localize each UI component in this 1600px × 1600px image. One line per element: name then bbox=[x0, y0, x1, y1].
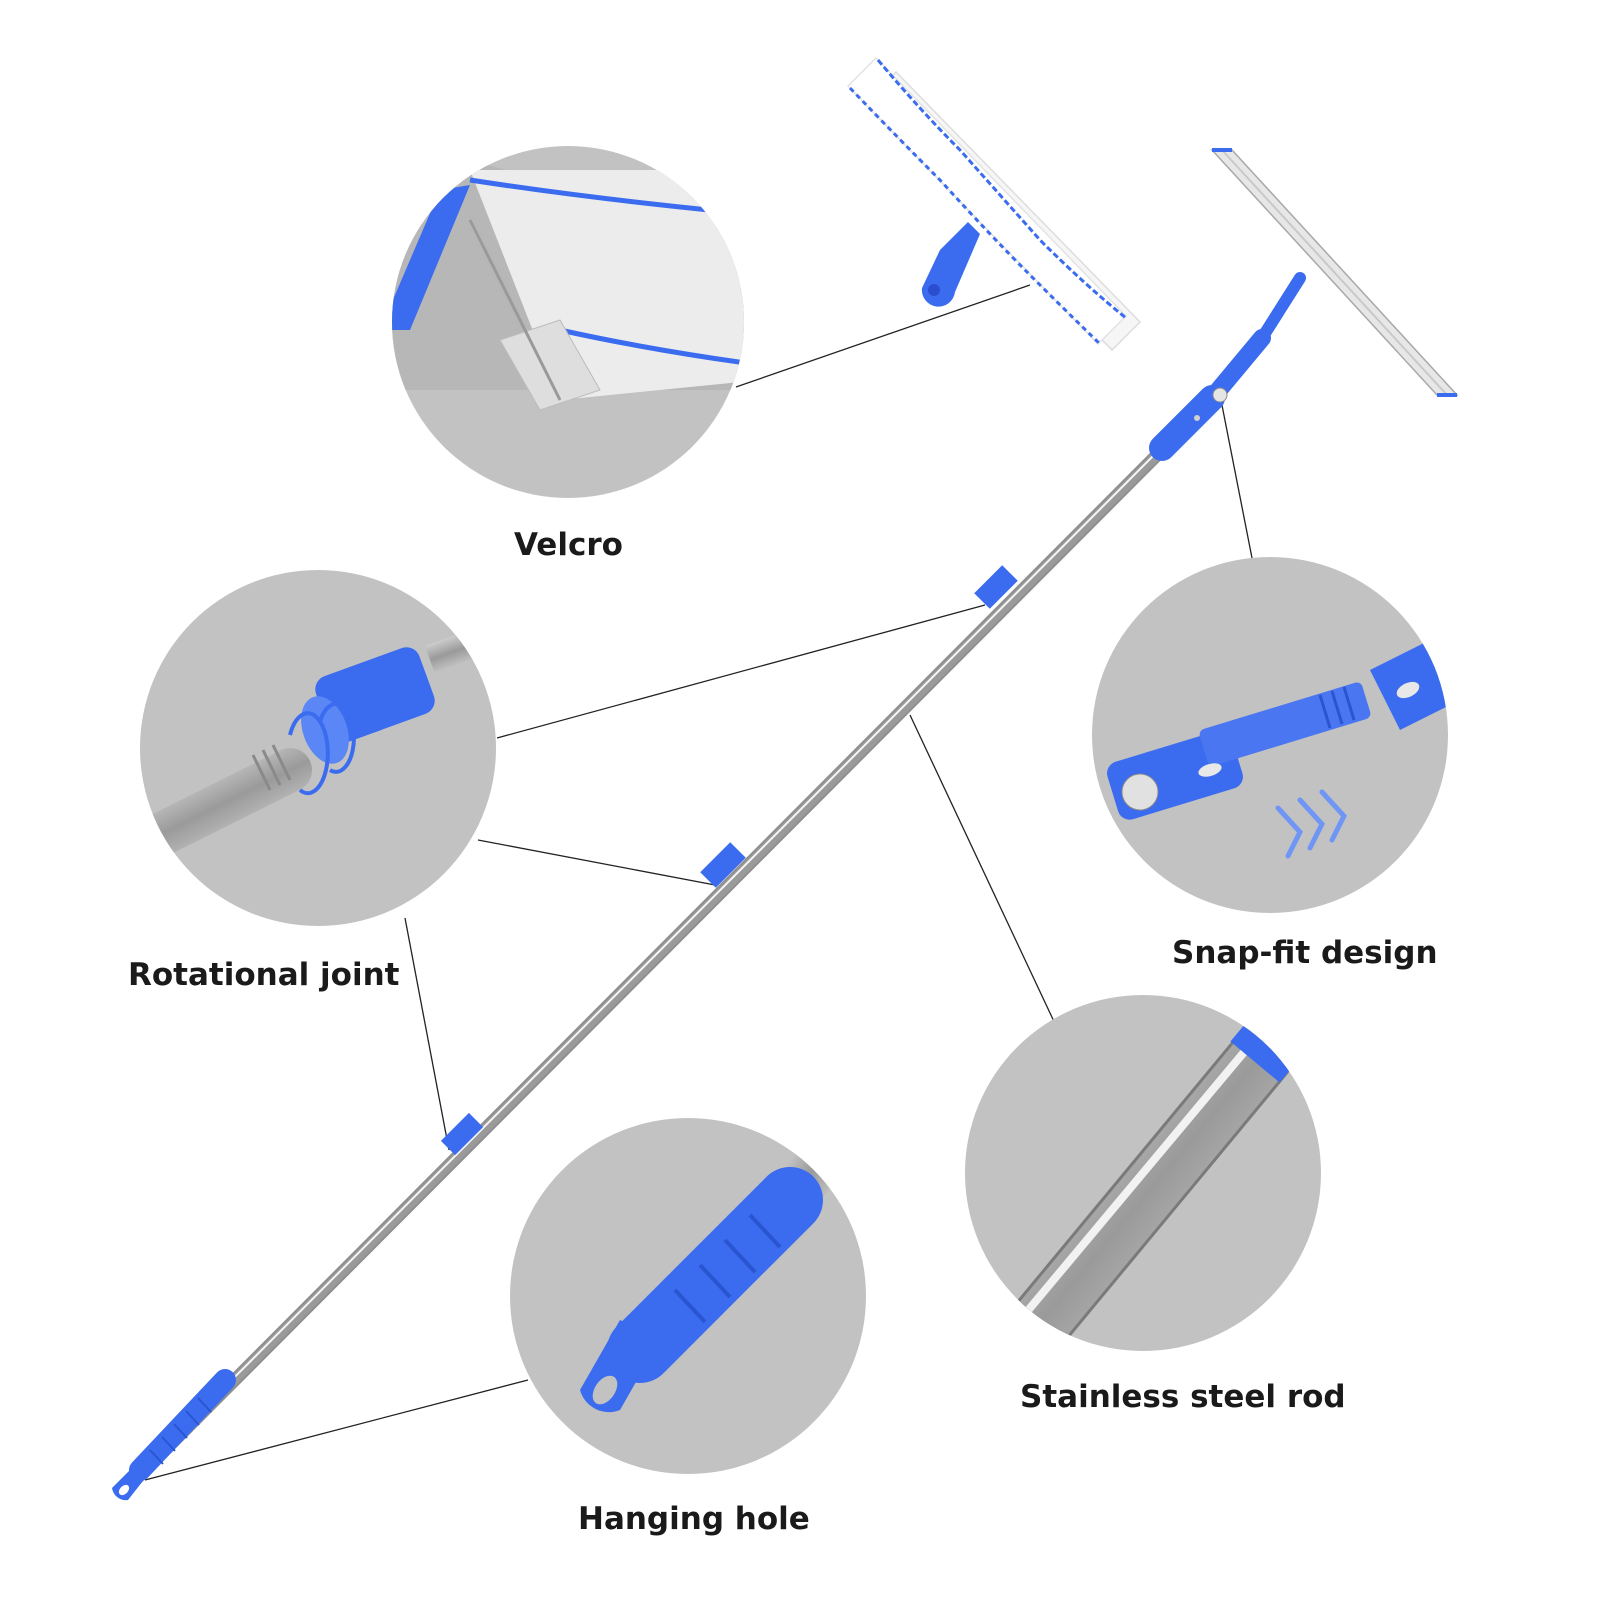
feature-label-hanging-hole: Hanging hole bbox=[578, 1501, 810, 1537]
feature-label-velcro: Velcro bbox=[514, 527, 623, 563]
scrubber-pad bbox=[846, 56, 1142, 352]
arrow-right-icon bbox=[1275, 789, 1348, 859]
joint-collar-1 bbox=[974, 565, 1018, 609]
head-connector bbox=[1149, 385, 1225, 461]
leader-lines bbox=[144, 284, 1253, 1481]
leader-line-snap bbox=[1219, 394, 1253, 559]
joint-collar-2 bbox=[700, 842, 746, 888]
leader-line-hang bbox=[144, 1379, 529, 1481]
joint-collar-3 bbox=[440, 1112, 484, 1156]
steel-rod-detail-circle bbox=[965, 995, 1321, 1351]
handle-grip bbox=[129, 1369, 236, 1481]
leader-line-joint-upper bbox=[496, 604, 986, 739]
feature-label-steel-rod: Stainless steel rod bbox=[1020, 1379, 1346, 1415]
feature-label-rotational-joint: Rotational joint bbox=[128, 957, 400, 993]
snap-fit-detail-circle bbox=[1092, 557, 1448, 913]
feature-label-snap-fit: Snap-fit design bbox=[1172, 935, 1438, 971]
telescopic-pole bbox=[112, 272, 1306, 1501]
leader-line-velcro bbox=[735, 284, 1031, 388]
leader-line-joint-middle bbox=[477, 839, 716, 886]
leader-line-rod bbox=[909, 714, 1059, 1031]
rotational-joint-detail-circle bbox=[140, 570, 496, 926]
leader-line-joint-lower bbox=[404, 917, 450, 1151]
hanging-hole-detail-circle bbox=[510, 1118, 866, 1474]
velcro-detail-circle bbox=[392, 146, 744, 498]
squeegee-blade bbox=[1210, 148, 1459, 397]
